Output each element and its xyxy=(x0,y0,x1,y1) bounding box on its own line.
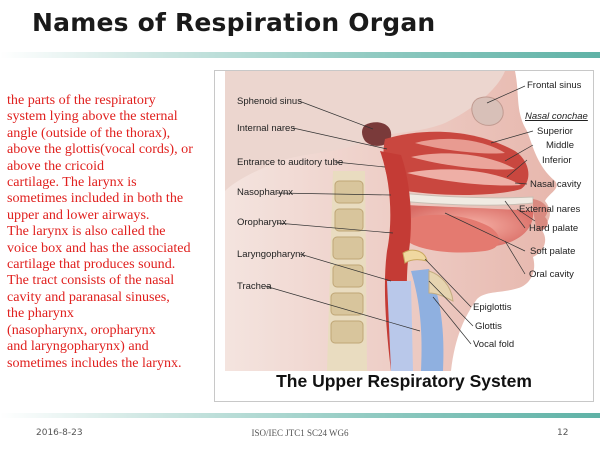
label-trachea: Trachea xyxy=(237,281,272,292)
larynx-cartilage-shape xyxy=(428,270,454,302)
label-frontal-sinus: Frontal sinus xyxy=(527,80,582,91)
body-line: upper and lower airways. xyxy=(7,206,150,223)
label-hard-palate: Hard palate xyxy=(529,223,579,234)
label-superior: Superior xyxy=(537,126,573,137)
esophagus-shape xyxy=(387,281,413,371)
label-epiglottis: Epiglottis xyxy=(473,302,512,313)
footer-organization: ISO/IEC JTC1 SC24 WG6 xyxy=(251,428,349,438)
body-line: cavity and paranasal sinuses, xyxy=(7,288,170,305)
trachea-shape xyxy=(411,269,444,371)
body-text: the parts of the respiratory system lyin… xyxy=(7,92,212,371)
body-line: The larynx is also called the xyxy=(7,223,166,240)
body-line: the parts of the respiratory xyxy=(7,92,156,108)
label-auditory-tube: Entrance to auditory tube xyxy=(237,157,344,168)
head-illustration xyxy=(225,71,557,371)
label-inferior: Inferior xyxy=(542,155,572,166)
label-middle: Middle xyxy=(546,140,574,151)
label-internal-nares: Internal nares xyxy=(237,123,296,134)
body-line: and laryngopharynx) and xyxy=(7,338,149,355)
body-line: cartilage that produces sound. xyxy=(7,256,176,273)
concha-inferior xyxy=(407,169,521,186)
label-external-nares: External nares xyxy=(519,204,581,215)
anatomy-figure: Sphenoid sinus Internal nares Entrance t… xyxy=(214,70,594,402)
sphenoid-sinus-shape xyxy=(362,122,392,146)
body-line: the pharynx xyxy=(7,305,74,322)
label-nasal-conchae: Nasal conchae xyxy=(525,111,588,122)
label-glottis: Glottis xyxy=(475,321,502,332)
concha-superior xyxy=(415,138,505,154)
body-line: sometimes includes the larynx. xyxy=(7,354,182,371)
label-nasal-cavity: Nasal cavity xyxy=(530,179,582,190)
label-oropharynx: Oropharynx xyxy=(237,217,287,228)
label-sphenoid-sinus: Sphenoid sinus xyxy=(237,96,302,107)
body-line: voice box and has the associated xyxy=(7,239,191,256)
page-number: 12 xyxy=(557,428,569,438)
body-line: system lying above the sternal xyxy=(7,108,178,125)
slide-title: Names of Respiration Organ xyxy=(32,8,436,37)
footer-bar xyxy=(0,413,600,418)
label-oral-cavity: Oral cavity xyxy=(529,269,574,280)
body-line: cartilage. The larynx is xyxy=(7,174,137,191)
tongue-shape xyxy=(405,214,500,253)
body-line: above the glottis(vocal cords), or xyxy=(7,141,193,158)
body-line: sometimes included in both the xyxy=(7,190,184,207)
label-nasopharynx: Nasopharynx xyxy=(237,187,293,198)
label-laryngopharynx: Laryngopharynx xyxy=(237,249,306,260)
figure-caption: The Upper Respiratory System xyxy=(276,371,532,391)
frontal-sinus-shape xyxy=(471,96,504,126)
body-line: above the cricoid xyxy=(7,157,105,174)
label-soft-palate: Soft palate xyxy=(530,246,576,257)
footer-date: 2016-8-23 xyxy=(36,428,83,438)
body-line: angle (outside of the thorax), xyxy=(7,124,171,141)
label-vocal-fold: Vocal fold xyxy=(473,339,515,350)
title-underline-bar xyxy=(0,52,600,58)
concha-middle xyxy=(411,153,515,170)
lips-shape xyxy=(533,199,548,231)
body-line: The tract consists of the nasal xyxy=(7,272,175,289)
body-line: (nasopharynx, oropharynx xyxy=(7,321,156,338)
